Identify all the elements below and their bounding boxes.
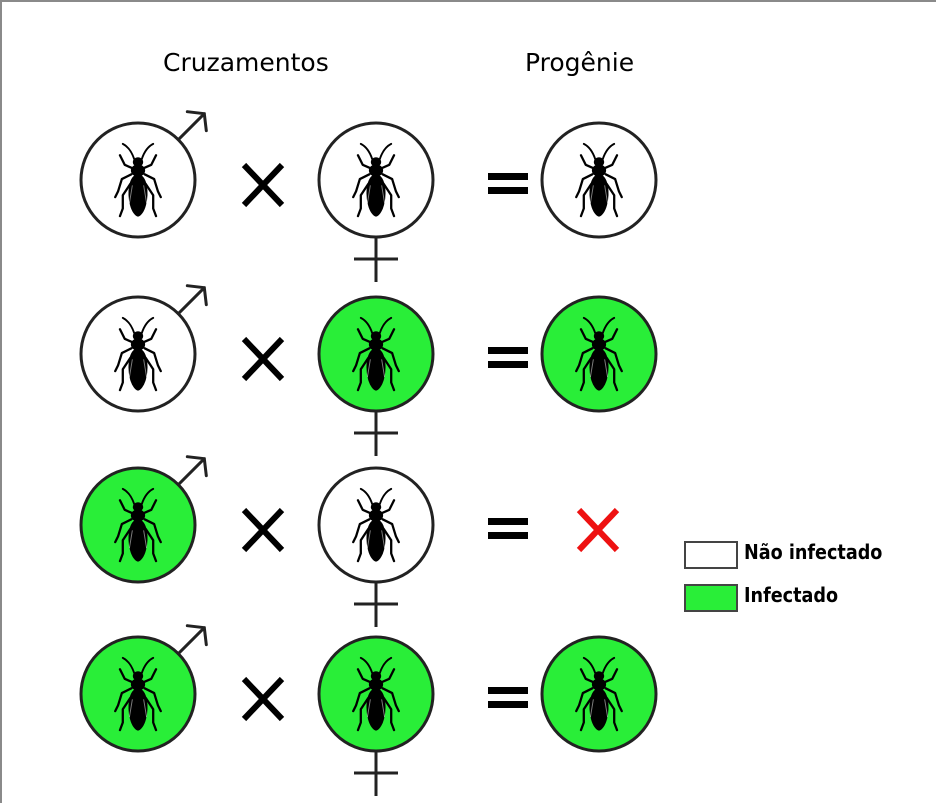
equals-icon bbox=[488, 518, 528, 539]
cross-row-4 bbox=[79, 624, 658, 796]
progeny-heading: Progênie bbox=[525, 48, 635, 77]
progeny-circle bbox=[540, 295, 658, 413]
x-mark-icon bbox=[241, 336, 285, 382]
female-symbol-icon bbox=[354, 582, 398, 627]
red-x-icon bbox=[576, 507, 620, 553]
equals-icon bbox=[488, 687, 528, 708]
progeny-circle bbox=[540, 635, 658, 753]
insect-icon bbox=[575, 656, 623, 732]
equals-icon bbox=[488, 173, 528, 194]
x-mark-icon bbox=[241, 676, 285, 722]
insect-icon bbox=[352, 142, 400, 218]
male-symbol-icon bbox=[176, 455, 208, 487]
insect-icon bbox=[575, 316, 623, 392]
insect-icon bbox=[114, 487, 162, 563]
insect-icon bbox=[114, 142, 162, 218]
female-circle bbox=[317, 466, 435, 584]
cross-row-1 bbox=[79, 110, 658, 282]
legend-label-uninfected: Não infectado bbox=[744, 540, 883, 564]
female-symbol-icon bbox=[354, 237, 398, 282]
progeny-circle bbox=[540, 121, 658, 239]
insect-icon bbox=[575, 142, 623, 218]
cross-row-2 bbox=[79, 284, 658, 456]
male-circle bbox=[79, 121, 197, 239]
x-mark-icon bbox=[241, 162, 285, 208]
cross-row-3 bbox=[79, 455, 620, 627]
male-circle bbox=[79, 635, 197, 753]
insect-icon bbox=[114, 656, 162, 732]
equals-icon bbox=[488, 347, 528, 368]
crosses-heading: Cruzamentos bbox=[163, 48, 329, 77]
female-circle bbox=[317, 121, 435, 239]
male-symbol-icon bbox=[176, 624, 208, 656]
male-circle bbox=[79, 466, 197, 584]
female-circle bbox=[317, 635, 435, 753]
insect-icon bbox=[352, 656, 400, 732]
female-symbol-icon bbox=[354, 411, 398, 456]
female-circle bbox=[317, 295, 435, 413]
insect-icon bbox=[352, 316, 400, 392]
male-symbol-icon bbox=[176, 284, 208, 316]
male-symbol-icon bbox=[176, 110, 208, 142]
legend-label-infected: Infectado bbox=[744, 583, 839, 607]
legend-swatch-infected bbox=[684, 584, 738, 612]
female-symbol-icon bbox=[354, 751, 398, 796]
x-mark-icon bbox=[241, 507, 285, 553]
male-circle bbox=[79, 295, 197, 413]
insect-icon bbox=[352, 487, 400, 563]
insect-icon bbox=[114, 316, 162, 392]
legend-swatch-uninfected bbox=[684, 541, 738, 569]
